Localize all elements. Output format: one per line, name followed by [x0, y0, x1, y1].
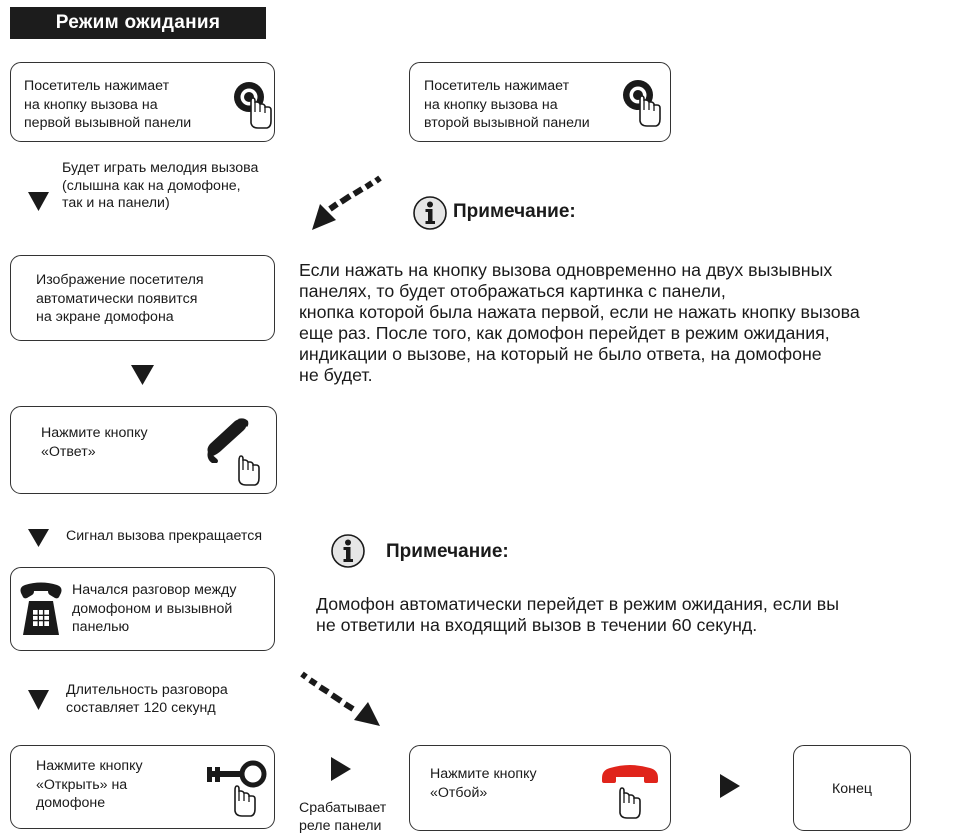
call-button-hand-icon [623, 80, 661, 127]
step-box-end: Конец [793, 745, 911, 831]
text-line: панелях, то будет отображаться картинка … [299, 281, 726, 301]
text-line: так и на панели) [62, 195, 170, 211]
arrow-down-icon [131, 365, 154, 385]
info-icon [331, 534, 365, 568]
text-line: «Ответ» [41, 443, 96, 460]
page-title: Режим ожидания [10, 7, 266, 39]
text-line: (слышна как на домофоне, [62, 177, 241, 194]
text-line: Нажмите кнопку [36, 758, 143, 774]
step-box-hangup: Нажмите кнопку «Отбой» [409, 745, 671, 831]
note-title: Примечание: [453, 201, 576, 222]
call-button-hand-icon [234, 82, 272, 129]
text-line: Домофон автоматически перейдет в режим о… [316, 594, 840, 614]
key-hand-icon [207, 760, 267, 817]
text-line: Нажмите кнопку [41, 425, 148, 441]
text-line: Если нажать на кнопку вызова одновременн… [299, 260, 833, 280]
text-line: «Отбой» [430, 784, 488, 801]
text-line: реле панели [299, 817, 382, 834]
text-line: не ответили на входящий вызов в течении … [316, 615, 758, 635]
text-line: Посетитель нажимает [424, 78, 570, 94]
text-line: первой вызывной панели [24, 115, 192, 131]
text-line: индикации о вызове, на который не было о… [299, 344, 822, 364]
dashed-arrow-icon [300, 671, 380, 726]
text-line: «Открыть» на [36, 776, 128, 793]
text-line: автоматически появится [36, 290, 198, 307]
info-icon [413, 196, 447, 230]
text-line: Будет играть мелодия вызова [62, 160, 259, 176]
step-box-talk: Начался разговор между домофоном и вызыв… [10, 567, 275, 651]
text-line: составляет 120 секунд [66, 699, 216, 716]
arrow-right-icon [720, 774, 740, 798]
step-box-image: Изображение посетителя автоматически поя… [10, 255, 275, 341]
text-line: второй вызывной панели [424, 115, 590, 131]
step-box-panel2: Посетитель нажимает на кнопку вызова на … [409, 62, 671, 142]
arrow-right-icon [331, 757, 351, 781]
step-box-open: Нажмите кнопку «Открыть» на домофоне [10, 745, 275, 829]
text-line: Изображение посетителя [36, 272, 204, 288]
hangup-hand-icon [602, 765, 658, 819]
step-box-panel1: Посетитель нажимает на кнопку вызова на … [10, 62, 275, 142]
note-body: Если нажать на кнопку вызова одновременн… [299, 260, 860, 386]
arrow-down-icon [28, 690, 49, 710]
handset-hand-icon [207, 418, 260, 486]
text-line: Нажмите кнопку [430, 766, 537, 782]
text-line: не будет. [299, 365, 373, 385]
text-line: кнопка которой была нажата первой, если … [299, 302, 860, 322]
arrow-down-icon [28, 192, 49, 211]
text-line: на кнопку вызова на [424, 96, 558, 113]
note-title: Примечание: [386, 541, 509, 562]
desk-phone-icon [20, 582, 62, 635]
text-line: на экране домофона [36, 309, 174, 325]
text-line: панелью [72, 619, 130, 635]
note-body: Домофон автоматически перейдет в режим о… [316, 594, 839, 636]
text-line: Начался разговор между [72, 582, 237, 598]
step-signal-stop: Сигнал вызова прекращается [66, 528, 263, 544]
text-line: на кнопку вызова на [24, 96, 158, 113]
text-line: домофоном и вызывной [72, 600, 233, 617]
arrow-down-icon [28, 529, 49, 547]
text-line: домофоне [36, 795, 106, 811]
dashed-arrow-icon [312, 175, 382, 230]
end-label: Конец [831, 781, 872, 797]
text-line: Срабатывает [299, 800, 387, 816]
text-line: Посетитель нажимает [24, 78, 170, 94]
step-box-answer: Нажмите кнопку «Ответ» [10, 406, 277, 494]
text-line: еще раз. После того, как домофон перейде… [299, 323, 830, 343]
text-line: Длительность разговора [66, 682, 228, 698]
